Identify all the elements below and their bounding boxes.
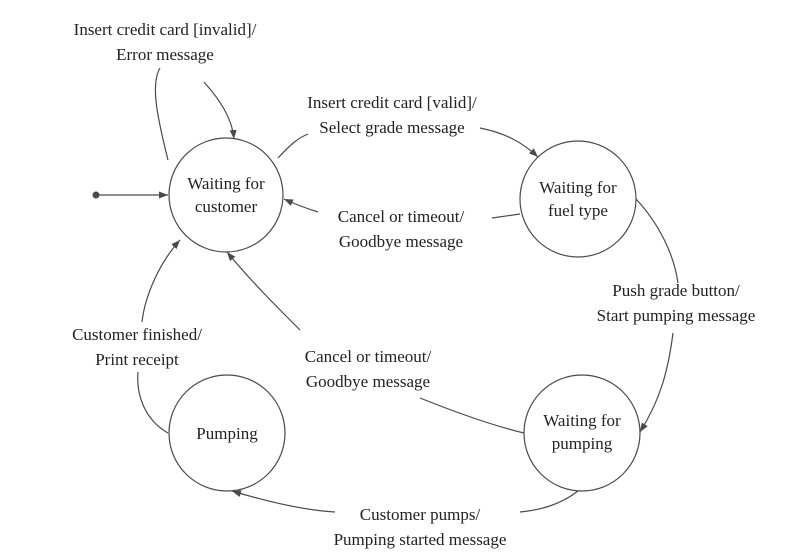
transition-customer-finished-arrow bbox=[137, 371, 169, 434]
transition-push-grade-arrow-head bbox=[639, 332, 674, 433]
transition-push-grade-arrow bbox=[635, 198, 679, 284]
transition-cancel-pumping-label-line2: Goodbye message bbox=[306, 372, 430, 391]
transition-push-grade-label-line1: Push grade button/ bbox=[612, 281, 740, 300]
initial-state-dot bbox=[92, 191, 100, 199]
state-waiting-for-fuel-type: Waiting for fuel type bbox=[519, 140, 637, 258]
transition-customer-pumps-arrow-head bbox=[231, 490, 336, 513]
transition-cancel-fuel-label-line1: Cancel or timeout/ bbox=[338, 207, 465, 226]
state-waiting-for-fuel-type-line2: fuel type bbox=[548, 201, 608, 220]
transition-customer-finished-label-line1: Customer finished/ bbox=[72, 325, 202, 344]
transition-customer-pumps-label-line1: Customer pumps/ bbox=[360, 505, 481, 524]
transition-valid-card-label-line1: Insert credit card [valid]/ bbox=[307, 93, 477, 112]
transition-valid-card-arrow-head bbox=[479, 127, 539, 158]
transition-cancel-pumping-label-line1: Cancel or timeout/ bbox=[305, 347, 432, 366]
state-waiting-for-pumping-line2: pumping bbox=[552, 434, 613, 453]
transition-cancel-fuel-arrow-head bbox=[283, 198, 319, 213]
state-waiting-for-pumping: Waiting for pumping bbox=[523, 374, 641, 492]
state-waiting-for-customer-line2: customer bbox=[195, 197, 258, 216]
transition-valid-card-arrow bbox=[277, 133, 309, 159]
transition-customer-pumps-arrow bbox=[519, 490, 579, 513]
transition-invalid-card-arrow-head bbox=[203, 81, 237, 140]
state-pumping-label: Pumping bbox=[196, 424, 258, 443]
transition-cancel-fuel-arrow bbox=[491, 213, 521, 219]
transition-customer-finished-label-line2: Print receipt bbox=[95, 350, 179, 369]
state-pumping: Pumping bbox=[168, 374, 286, 492]
state-waiting-for-fuel-type-line1: Waiting for bbox=[539, 178, 617, 197]
state-waiting-for-customer-line1: Waiting for bbox=[187, 174, 265, 193]
transition-invalid-card-label-line2: Error message bbox=[116, 45, 214, 64]
transition-cancel-fuel-label-line2: Goodbye message bbox=[339, 232, 463, 251]
transition-cancel-pumping-arrow-head bbox=[226, 251, 301, 331]
transition-push-grade-label-line2: Start pumping message bbox=[597, 306, 756, 325]
transition-customer-pumps-label-line2: Pumping started message bbox=[334, 530, 507, 549]
transition-invalid-card-arrow bbox=[154, 67, 169, 161]
transition-cancel-pumping-arrow bbox=[419, 397, 525, 434]
transition-customer-finished-arrow-head bbox=[141, 239, 181, 323]
transition-invalid-card-label-line1: Insert credit card [invalid]/ bbox=[74, 20, 257, 39]
state-waiting-for-customer: Waiting for customer bbox=[168, 137, 284, 253]
state-waiting-for-pumping-line1: Waiting for bbox=[543, 411, 621, 430]
transition-valid-card-label-line2: Select grade message bbox=[319, 118, 464, 137]
